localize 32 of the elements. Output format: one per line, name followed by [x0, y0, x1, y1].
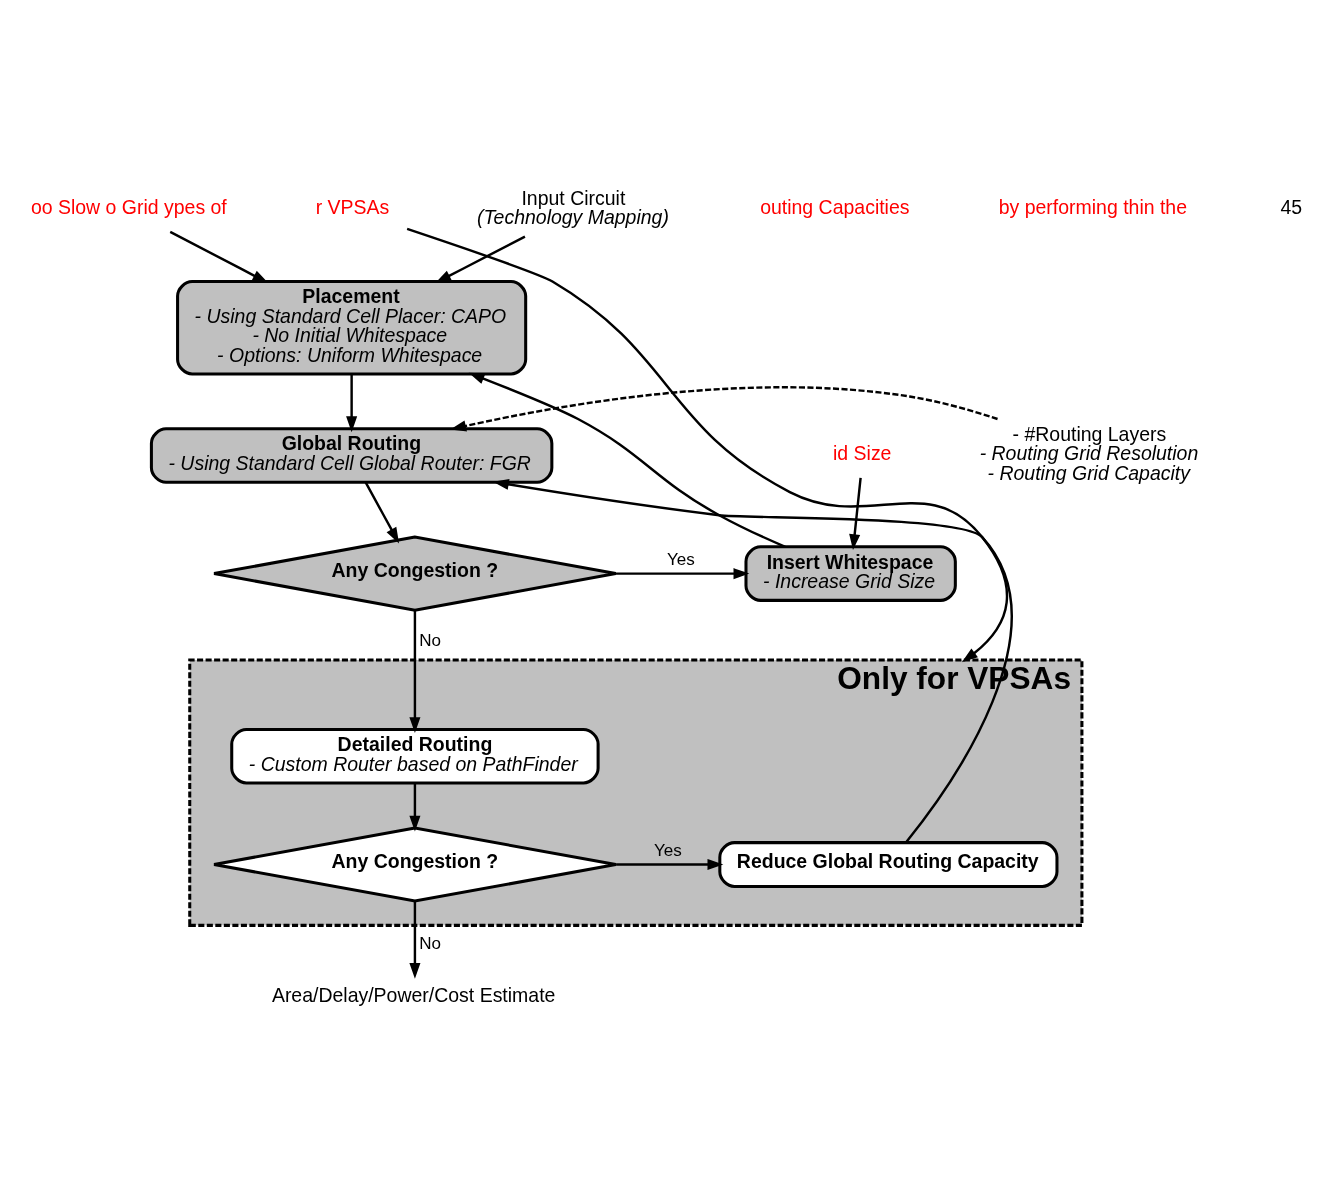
arrow — [169, 230, 268, 283]
node-text: Area/Delay/Power/Cost Estimate — [271, 983, 555, 1006]
node-text: r VPSAs — [315, 195, 389, 218]
arrow — [345, 373, 357, 432]
node-text: Input Circuit (Technology Mapping) — [476, 186, 669, 228]
node-diamond: Any Congestion ? — [212, 825, 617, 903]
arrow — [408, 782, 420, 832]
node-box: Detailed Routing - Custom Router based on PathFinder — [229, 727, 600, 784]
arrow — [406, 227, 1008, 662]
edge-label: Yes — [666, 549, 695, 569]
arrow — [408, 900, 420, 979]
arrow — [615, 567, 749, 579]
arrow — [848, 477, 862, 550]
node-box: Insert Whitespace - Increase Grid Size — [743, 544, 957, 602]
arrow — [408, 609, 420, 733]
node-text: id Size — [832, 441, 891, 464]
node-box: Placement - Using Standard Cell Placer: CAPO - No Initial Whitespace - Options: Uniform Whitespace — [175, 279, 527, 375]
label: outing Capacities — [759, 195, 910, 218]
edge-label: No — [418, 933, 441, 953]
node-box: Reduce Global Routing Capacity — [717, 840, 1058, 888]
edge-label: No — [418, 630, 441, 650]
node-text: - #Routing Layers - Routing Grid Resolution - Routing Grid Capacity — [979, 422, 1198, 484]
arrow — [364, 481, 399, 543]
node-text: oo Slow o Grid ypes of — [30, 195, 227, 218]
label: by performing thin the — [998, 195, 1187, 218]
node-box: Global Routing - Using Standard Cell Global Router: FGR — [149, 426, 553, 484]
label: 45 — [1279, 195, 1302, 218]
node-diamond: Any Congestion ? — [212, 535, 617, 612]
arrow — [492, 478, 1012, 843]
edge-label: Yes — [653, 840, 682, 860]
arrow — [615, 858, 723, 870]
arrow — [468, 372, 786, 548]
